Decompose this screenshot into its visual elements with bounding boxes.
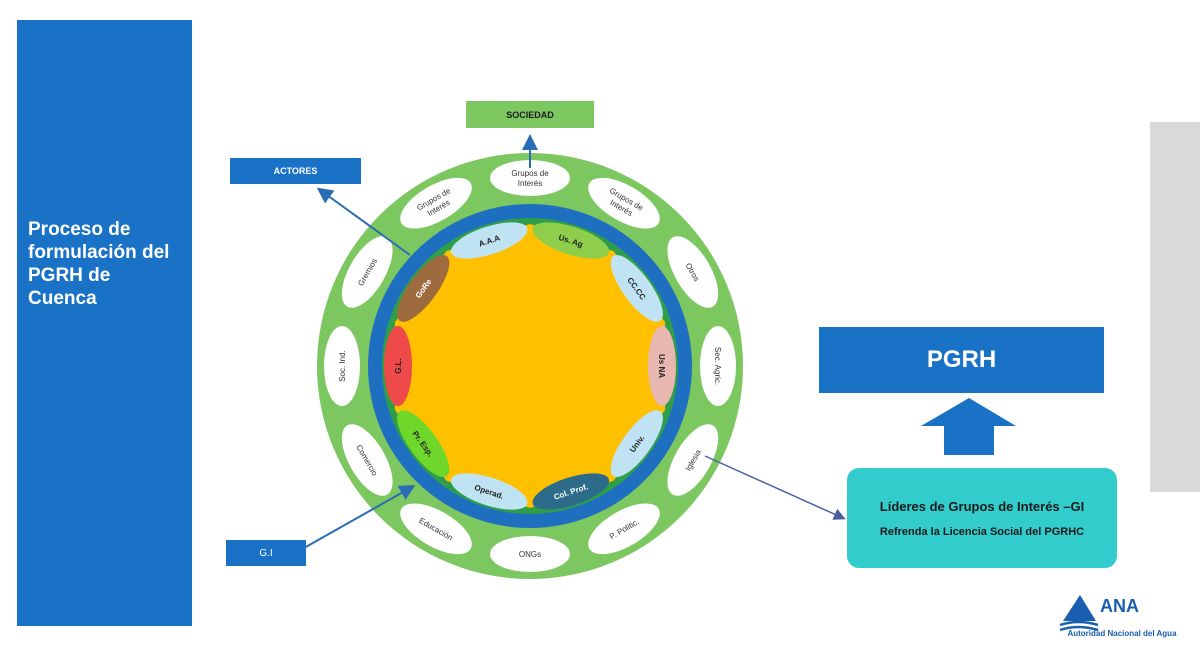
- orange-core: [394, 224, 666, 508]
- inner-ring-item: GoRe: [397, 255, 450, 322]
- inner-ring-label: G.L.: [394, 358, 403, 374]
- inner-ring-item: A.A.A: [450, 222, 528, 259]
- inner-ring-item: Col. Prof.: [532, 473, 610, 510]
- outer-ring-item: Otros: [667, 236, 719, 308]
- leaders-title: Líderes de Grupos de Interés –GI: [879, 498, 1085, 514]
- inner-ring-item: Univ.: [610, 410, 663, 477]
- logo-subtitle: Autoridad Nacional del Agua: [1067, 629, 1177, 638]
- arrow-to-leaders: [704, 455, 846, 520]
- outer-ring-item: Educación: [400, 503, 472, 555]
- outer-ring-label: Sec. Agric.: [713, 347, 722, 385]
- actores-box: ACTORES: [230, 158, 361, 184]
- page-title: Proceso de formulación del PGRH de Cuenc…: [28, 219, 170, 309]
- outer-ring-label: ONGs: [519, 550, 541, 559]
- outer-ring-label: Grupos de: [511, 169, 549, 178]
- inner-ring-item: CC.CC: [610, 255, 663, 322]
- left-title-panel: [17, 20, 192, 626]
- outer-ring-item: Sec. Agric.: [700, 326, 736, 406]
- sociedad-box: SOCIEDAD: [466, 101, 594, 128]
- outer-ring-item: ONGs: [490, 536, 570, 572]
- logo-name: ANA: [1100, 596, 1139, 616]
- inner-ring-item: Us. Ag: [532, 222, 610, 259]
- gi-box: G.I: [226, 540, 306, 566]
- outer-ring-item: Soc. Ind.: [324, 326, 360, 406]
- outer-ring-item: P. Politic.: [588, 503, 660, 555]
- inner-ring-item: G.L.: [384, 326, 412, 406]
- outer-ring-label: Interés: [518, 179, 542, 188]
- inner-ring-label: Us NA: [657, 354, 666, 378]
- outer-ring-label: Soc. Ind.: [338, 350, 347, 382]
- leaders-subtitle: Refrenda la Licencia Social del PGRHC: [879, 525, 1085, 538]
- side-grey-panel: [1150, 122, 1200, 492]
- arrow-from-gi: [303, 485, 416, 549]
- arrow-to-actores: [316, 187, 411, 256]
- logo-mountain-icon: [1063, 595, 1096, 621]
- up-arrow-icon: [921, 398, 1016, 455]
- inner-ring-item: Pr. Esp.: [397, 410, 450, 477]
- outer-ring-item: Iglesia: [667, 424, 719, 496]
- pgrh-box: PGRH: [819, 327, 1104, 393]
- leaders-box: Líderes de Grupos de Interés –GI Refrend…: [847, 468, 1117, 568]
- inner-ring-item: Us NA: [648, 326, 676, 406]
- outer-ring-item: Gremios: [341, 236, 393, 308]
- inner-ring-item: Operad.: [450, 473, 528, 510]
- outer-ring-item: Comercio: [341, 424, 393, 496]
- ana-logo: [1059, 595, 1099, 632]
